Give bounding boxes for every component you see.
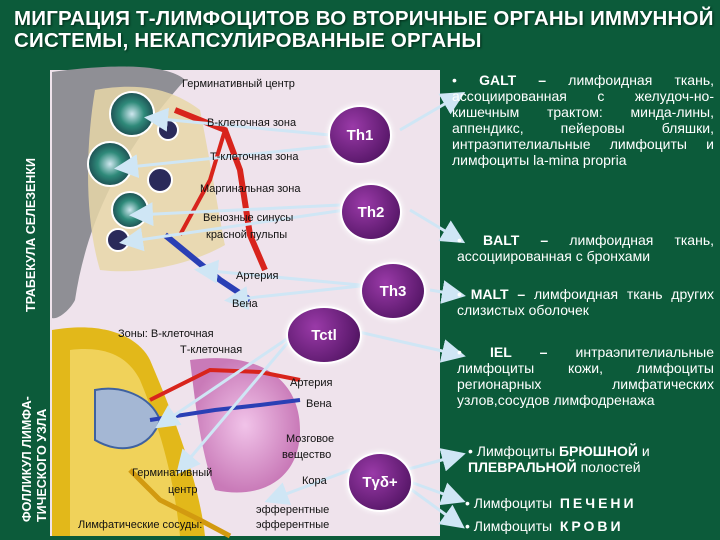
node-side-label-line2: ТИЧЕСКОГО УЗЛА [35,408,49,522]
bullet-balt: • BALT – лимфоидная ткань, ассоциированн… [457,232,714,264]
bullet-balt-dot: • [457,232,462,248]
bullet-blood: • Лимфоциты КРОВИ [465,518,715,534]
follicle-2 [87,141,133,187]
follicle-5 [157,119,179,141]
label-venous-sinuses-2: красной пульпы [206,229,288,241]
follicle-4 [147,167,173,193]
bullet-liver: • Лимфоциты ПЕЧЕНИ [465,495,715,511]
bullet-cavities-mid: и [641,443,650,459]
cell-th2: Th2 [340,183,402,241]
label-cortex: Кора [302,475,327,487]
label-spleen-vein: Вена [232,298,258,310]
bullet-malt-term: MALT – [470,286,526,302]
bullet-liver-term: ПЕЧЕНИ [559,495,637,511]
bullet-cavities-dot: • [468,443,473,459]
label-venous-sinuses-1: Венозные синусы [203,212,294,224]
bullet-iel-dot: • [457,344,462,360]
label-node-germinal-1: Герминативный [132,467,213,479]
bullet-blood-term: КРОВИ [559,518,624,534]
label-lymph-vessels: Лимфатические сосуды: [78,519,203,531]
node-lymph-vessel [128,468,232,539]
label-medulla-1: Мозговое [286,433,335,445]
bullet-iel-term: IEL – [490,344,548,360]
bullet-blood-dot: • [465,518,470,534]
cell-th1: Th1 [328,105,392,165]
label-zones-1: Зоны: В-клеточная [118,328,214,340]
bullet-balt-term: BALT – [483,232,549,248]
spleen-artery-branch [178,129,227,236]
bullet-malt-text: лимфоидная ткань других слизистых оболоч… [457,286,715,318]
follicle-3 [111,191,149,229]
bullet-malt-dot: • [457,286,462,302]
spleen-side-label: ТРАБЕКУЛА СЕЛЕЗЕНКИ [24,157,38,312]
label-germinal-center: Герминативный центр [182,78,295,90]
cell-th3: Th3 [360,262,426,320]
slide-title: МИГРАЦИЯ Т-ЛИМФОЦИТОВ ВО ВТОРИЧНЫЕ ОРГАН… [14,7,714,52]
bullet-cavities-term2: ПЛЕВРАЛЬНОЙ [468,459,577,475]
bullet-iel-text: интраэпителиальные лимфоциты кожи, лимфо… [457,344,715,408]
cell-tctl: Tctl [286,306,362,364]
bullet-iel: • IEL – интраэпителиальные лимфоциты кож… [457,344,714,408]
node-medulla [190,358,300,493]
bullet-cavities-term1: БРЮШНОЙ [558,443,638,459]
label-node-vein: Вена [306,398,332,410]
label-t-zone: Т-клеточная зона [210,151,299,163]
bullet-galt-term: GALT – [479,72,547,88]
cell-tgd: Tγδ+ [347,452,413,512]
label-medulla-2: вещество [282,449,332,461]
node-artery [149,367,301,402]
bullet-liver-prefix: Лимфоциты [473,495,553,511]
bullet-cavities: • Лимфоциты БРЮШНОЙ и ПЛЕВРАЛЬНОЙ полост… [468,443,714,475]
bullet-galt: • GALT – лимфоидная ткань, ассоциированн… [452,72,714,168]
label-efferent-2: эфферентные [256,519,330,531]
follicle-6 [106,228,130,252]
spleen-trabecula [52,66,185,319]
label-b-zone: В-клеточная зона [207,117,297,129]
label-zones-2: Т-клеточная [180,344,243,356]
bullet-cavities-suffix: полостей [580,459,641,475]
bullet-liver-dot: • [465,495,470,511]
node-side-label-line1: ФОЛЛИКУЛ ЛИМФА- [20,396,34,522]
migration-arrows [114,91,466,529]
label-efferent-1: эфферентные [256,504,330,516]
bullet-malt: • MALT – лимфоидная ткань других слизист… [457,286,714,318]
label-node-artery: Артерия [290,377,333,389]
label-node-germinal-2: центр [168,484,198,496]
label-marginal-zone: Маргинальная зона [200,183,301,195]
bullet-balt-text: лимфоидная ткань, ассоциированная с брон… [457,232,715,264]
bullet-cavities-prefix: Лимфоциты [476,443,556,459]
bullet-galt-text: лимфоидная ткань, ассоциированная с желу… [452,72,715,168]
bullet-galt-dot: • [452,72,457,88]
follicle-1 [109,91,155,137]
node-vein [149,398,301,422]
label-spleen-artery: Артерия [236,270,279,282]
bullet-blood-prefix: Лимфоциты [473,518,553,534]
